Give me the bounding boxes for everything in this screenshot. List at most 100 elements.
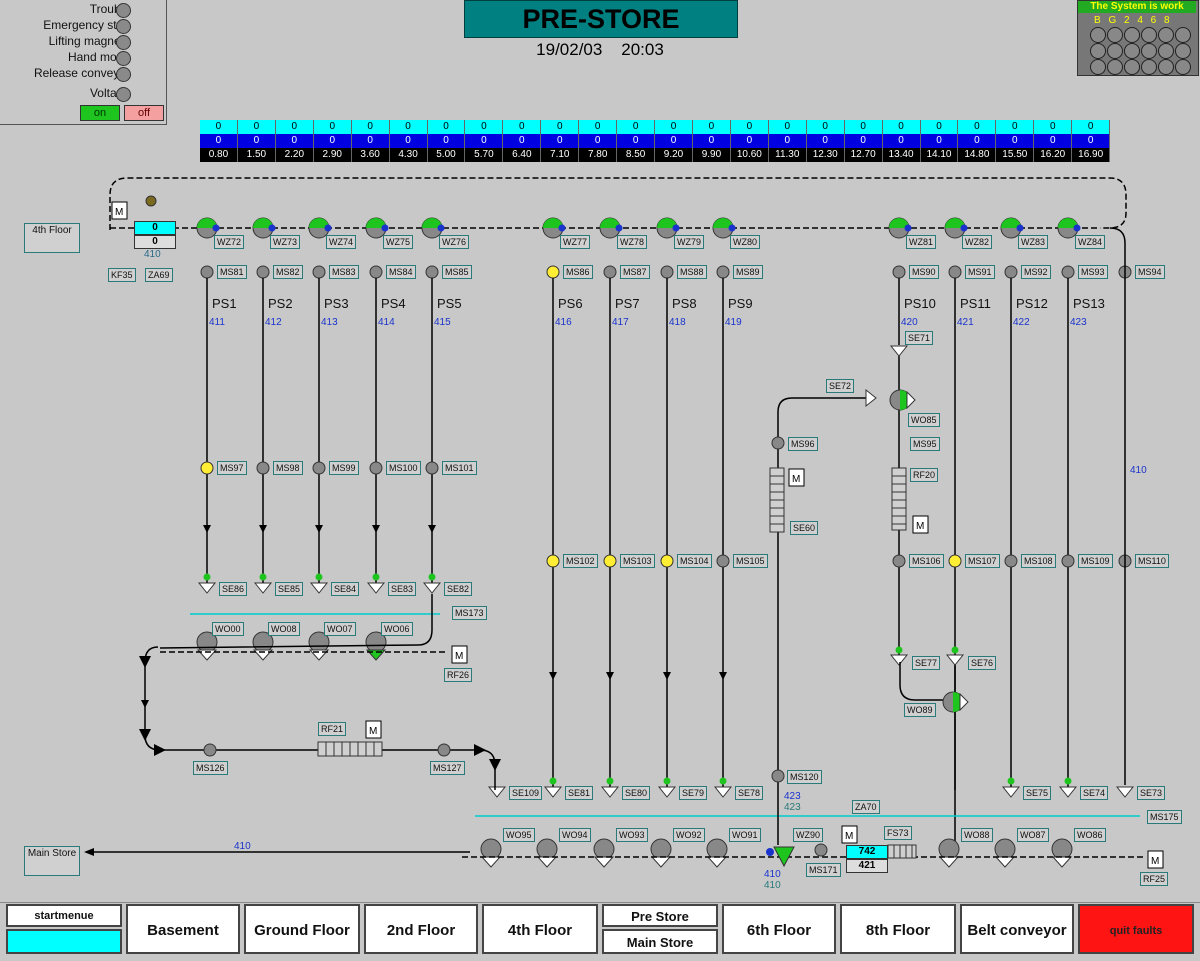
wo-bottom-valve: [536, 838, 558, 860]
svg-text:M: M: [1151, 856, 1159, 867]
ps-label: PS6: [558, 296, 583, 311]
wo-bottom-valve: [480, 838, 502, 860]
main-store-box[interactable]: Main Store: [24, 846, 80, 876]
level-row2-cell: 0: [465, 134, 504, 148]
se-right-sensor: [1001, 786, 1021, 798]
eighth-floor-button[interactable]: 8th Floor: [840, 904, 956, 954]
level-row2-cell: 0: [352, 134, 390, 148]
hand-mode-indicator: [116, 51, 131, 66]
sixth-floor-button[interactable]: 6th Floor: [722, 904, 836, 954]
ms171-tag: MS171: [806, 863, 841, 877]
ps-number: 414: [378, 317, 395, 328]
fourth-floor-box[interactable]: 4th Floor: [24, 223, 80, 253]
ps-label: PS4: [381, 296, 406, 311]
wz-tag: WZ79: [674, 235, 705, 249]
voltage-indicator: [116, 87, 131, 102]
system-indicator-dot: [1158, 27, 1174, 43]
ps-number: 412: [265, 317, 282, 328]
status-emergency-label: Emergency stop: [43, 18, 130, 32]
wo-bottom-tag: WO94: [559, 828, 591, 842]
se60-tag: SE60: [790, 521, 819, 535]
small-green-led: [549, 777, 557, 785]
level-row1-cell: 0: [617, 120, 656, 134]
startmenu-button[interactable]: startmenue: [6, 904, 122, 927]
voltage-off-button[interactable]: off: [124, 105, 164, 121]
top-sensor: [728, 224, 736, 232]
emergency-stop-indicator: [116, 19, 131, 34]
se71-tag: SE71: [905, 331, 934, 345]
fs73-tag: FS73: [884, 826, 912, 840]
rf20-rollers: [892, 475, 906, 525]
wo-right-valve: [1051, 838, 1073, 860]
ms-mid-led: [425, 461, 439, 475]
ms-top-led: [1004, 265, 1018, 279]
date: 19/02/03: [536, 40, 603, 59]
ms-mid-tag: MS101: [442, 461, 477, 475]
main-store-button[interactable]: Main Store: [602, 929, 718, 954]
belt-conveyor-button[interactable]: Belt conveyor: [960, 904, 1074, 954]
wz-tag: WZ80: [730, 235, 761, 249]
fourth-floor-button[interactable]: 4th Floor: [482, 904, 598, 954]
level-row3-cell: 2.90: [314, 148, 352, 162]
flow-arrow: [606, 672, 614, 680]
quit-faults-button[interactable]: quit faults: [1078, 904, 1194, 954]
small-green-led: [719, 777, 727, 785]
level-row3-cell: 15.50: [996, 148, 1035, 162]
level-row3-cell: 16.20: [1034, 148, 1073, 162]
system-indicator-dot: [1158, 43, 1174, 59]
ps-number: 413: [321, 317, 338, 328]
se-bottom-tag: SE79: [679, 786, 708, 800]
se71-sensor: [889, 345, 909, 357]
system-indicator-dot: [1141, 27, 1157, 43]
second-floor-button[interactable]: 2nd Floor: [364, 904, 478, 954]
wo-left-outlet: [252, 649, 274, 661]
ms173-tag: MS173: [452, 606, 487, 620]
se-left-sensor: [197, 582, 217, 594]
level-row1-cell: 0: [807, 120, 845, 134]
se-bottom-tag: SE109: [509, 786, 543, 800]
ms-low-tag: MS104: [677, 554, 712, 568]
system-columns-label: B G 2 4 6 8: [1094, 15, 1170, 26]
svg-text:M: M: [916, 521, 924, 532]
wz-tag: WZ76: [439, 235, 470, 249]
small-green-led: [259, 573, 267, 581]
ms-low-led: [948, 554, 962, 568]
level-row1-cell: 0: [921, 120, 959, 134]
ground-floor-button[interactable]: Ground Floor: [244, 904, 360, 954]
top-valve-active: [422, 218, 442, 228]
ms-top-led: [1061, 265, 1075, 279]
ms-top-tag: MS91: [965, 265, 995, 279]
system-indicator-dot: [1107, 27, 1123, 43]
top-valve-active: [253, 218, 273, 228]
bottom-counter-a: 742: [846, 845, 888, 859]
small-green-led: [1007, 777, 1015, 785]
small-green-led: [895, 646, 903, 654]
level-row2-cell: 0: [655, 134, 693, 148]
ps-number: 423: [1070, 317, 1087, 328]
se-bottom-sensor: [600, 786, 620, 798]
wz-tag: WZ77: [560, 235, 591, 249]
system-indicator-dot: [1107, 43, 1123, 59]
small-green-led: [1064, 777, 1072, 785]
ms-low-led: [1061, 554, 1075, 568]
ps-number: 416: [555, 317, 572, 328]
startmenu-indicator[interactable]: [6, 929, 122, 954]
top-sensor: [960, 224, 968, 232]
wz-tag: WZ81: [906, 235, 937, 249]
voltage-on-button[interactable]: on: [80, 105, 120, 121]
top-valve-active: [889, 218, 909, 228]
level-row3-cell: 11.30: [769, 148, 807, 162]
system-indicator-dot: [1175, 59, 1191, 75]
ms-top-tag: MS81: [217, 265, 247, 279]
small-green-led: [372, 573, 380, 581]
flow-arrow: [663, 672, 671, 680]
system-indicator-dot: [1090, 43, 1106, 59]
se-bottom-sensor: [487, 786, 507, 798]
se-right-sensor: [1115, 786, 1135, 798]
pre-store-button[interactable]: Pre Store: [602, 904, 718, 927]
basement-button[interactable]: Basement: [126, 904, 240, 954]
se-left-tag: SE83: [388, 582, 417, 596]
small-green-led: [606, 777, 614, 785]
system-indicator-dot: [1124, 27, 1140, 43]
